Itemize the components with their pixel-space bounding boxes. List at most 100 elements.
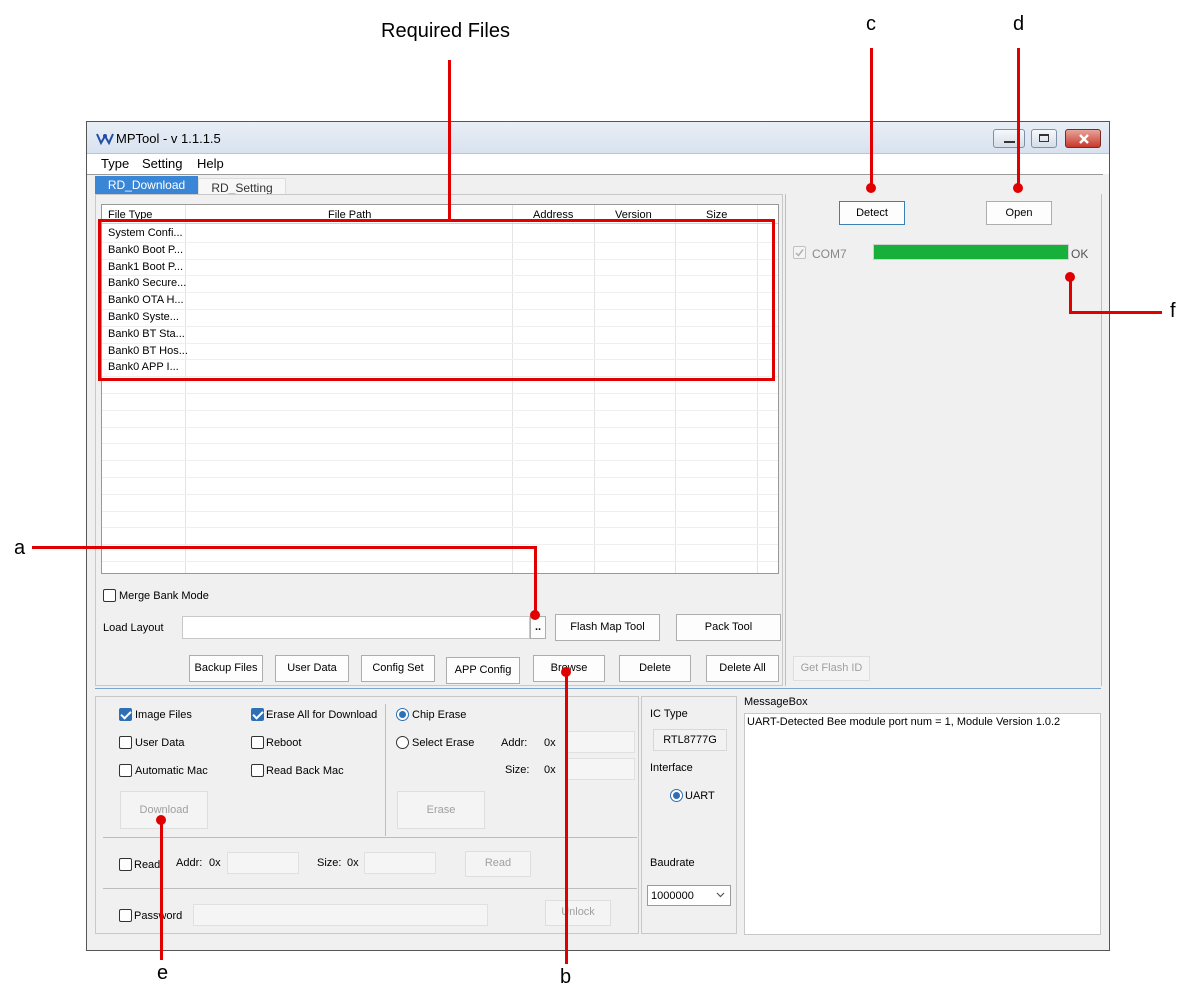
minimize-button[interactable] — [993, 129, 1025, 148]
password-checkbox[interactable] — [119, 909, 132, 922]
select-erase-radio[interactable] — [396, 736, 409, 749]
file-type-cell[interactable]: Bank1 Boot P... — [108, 260, 184, 273]
callout-e-dot — [156, 815, 166, 825]
erase-divider — [385, 704, 386, 836]
user-data-checkbox[interactable] — [119, 736, 132, 749]
com-port-progress-bar — [874, 245, 1068, 259]
tab-rd-download[interactable]: RD_Download — [95, 176, 198, 194]
table-row-divider — [102, 561, 778, 562]
callout-f: f — [1170, 300, 1176, 322]
file-type-cell[interactable]: System Confi... — [108, 227, 183, 239]
load-layout-input[interactable] — [182, 616, 530, 639]
column-header-file-path[interactable]: File Path — [328, 209, 372, 221]
open-button[interactable]: Open — [986, 201, 1052, 225]
chevron-down-icon — [716, 892, 725, 898]
close-button[interactable] — [1065, 129, 1101, 148]
erase-addr-prefix: 0x — [544, 737, 556, 749]
get-flash-id-button[interactable]: Get Flash ID — [793, 656, 870, 681]
file-type-cell[interactable]: Bank0 OTA H... — [108, 294, 184, 307]
config-set-button[interactable]: Config Set — [361, 655, 435, 682]
menu-type[interactable]: Type — [101, 156, 130, 171]
app-logo-icon — [96, 133, 114, 145]
baudrate-select[interactable]: 1000000 — [647, 885, 731, 906]
password-label: Password — [134, 910, 183, 922]
pack-tool-button[interactable]: Pack Tool — [676, 614, 781, 641]
password-input[interactable] — [193, 904, 488, 926]
unlock-button[interactable]: Unlock — [545, 900, 611, 926]
uart-radio[interactable] — [670, 789, 683, 802]
menu-bar: Type Setting Help — [87, 154, 1109, 174]
reboot-checkbox[interactable] — [251, 736, 264, 749]
section-divider — [95, 688, 1101, 689]
read-size-input[interactable] — [364, 852, 436, 874]
column-header-size[interactable]: Size — [706, 209, 728, 221]
backup-files-button[interactable]: Backup Files — [189, 655, 263, 682]
erase-size-prefix: 0x — [544, 764, 556, 776]
erase-addr-input[interactable] — [565, 731, 635, 753]
automatic-mac-checkbox[interactable] — [119, 764, 132, 777]
select-erase-label: Select Erase — [412, 737, 475, 749]
read-checkbox[interactable] — [119, 858, 132, 871]
password-divider — [103, 888, 637, 889]
baudrate-value: 1000000 — [651, 890, 694, 902]
callout-c: c — [866, 13, 876, 35]
erase-button[interactable]: Erase — [397, 791, 485, 829]
browse-button[interactable]: Browse — [533, 655, 605, 682]
read-back-mac-checkbox[interactable] — [251, 764, 264, 777]
erase-size-label: Size: — [505, 764, 530, 776]
column-header-address[interactable]: Address — [533, 209, 574, 221]
chip-erase-radio[interactable] — [396, 708, 409, 721]
panel-divider — [1101, 194, 1102, 686]
column-divider — [757, 205, 758, 573]
com-port-status: OK — [1071, 247, 1089, 261]
column-divider — [675, 205, 676, 573]
read-button[interactable]: Read — [465, 851, 531, 877]
table-row-divider — [102, 376, 778, 378]
message-box[interactable]: UART-Detected Bee module port num = 1, M… — [744, 713, 1101, 935]
read-label: Read — [134, 859, 161, 871]
tab-rd-setting[interactable]: RD_Setting — [198, 178, 286, 196]
file-type-cell[interactable]: Bank0 Secure... — [108, 277, 187, 290]
table-row-divider — [102, 527, 778, 529]
menu-setting[interactable]: Setting — [142, 156, 183, 171]
delete-button[interactable]: Delete — [619, 655, 691, 682]
table-row-divider — [102, 443, 778, 445]
read-addr-label: Addr: — [176, 857, 203, 869]
image-files-checkbox[interactable] — [119, 708, 132, 721]
file-type-cell[interactable]: Bank0 APP I... — [108, 361, 179, 374]
file-table[interactable]: File Type File Path Address Version Size… — [101, 204, 779, 574]
file-type-cell[interactable]: Bank0 Boot P... — [108, 243, 184, 256]
callout-a-dot — [530, 610, 540, 620]
reboot-label: Reboot — [266, 737, 302, 749]
file-type-cell[interactable]: Bank0 BT Hos... — [108, 344, 188, 357]
table-row-divider — [102, 493, 778, 495]
callout-c-dot — [866, 183, 876, 193]
column-header-file-type[interactable]: File Type — [108, 209, 153, 221]
read-size-prefix: 0x — [347, 857, 359, 869]
load-layout-label: Load Layout — [103, 622, 164, 634]
column-header-version[interactable]: Version — [615, 209, 652, 221]
erase-all-checkbox[interactable] — [251, 708, 264, 721]
menu-help[interactable]: Help — [197, 156, 224, 171]
detect-button[interactable]: Detect — [839, 201, 905, 225]
read-addr-input[interactable] — [227, 852, 299, 874]
table-row-divider — [102, 359, 778, 361]
panel-divider — [785, 194, 786, 686]
mptool-window: MPTool - v 1.1.1.5 Type Setting Help RD_… — [86, 121, 1110, 951]
ic-type-value: RTL8777G — [653, 729, 727, 751]
flash-map-tool-button[interactable]: Flash Map Tool — [555, 614, 660, 641]
erase-size-input[interactable] — [565, 758, 635, 780]
file-type-cell[interactable]: Bank0 Syste... — [108, 311, 179, 323]
com-port-checkbox[interactable] — [793, 246, 806, 259]
maximize-button[interactable] — [1031, 129, 1057, 148]
user-data-label: User Data — [135, 737, 185, 749]
minimize-icon — [1004, 141, 1015, 143]
file-type-cell[interactable]: Bank0 BT Sta... — [108, 327, 185, 340]
delete-all-button[interactable]: Delete All — [706, 655, 779, 682]
user-data-button[interactable]: User Data — [275, 655, 349, 682]
column-divider — [594, 205, 595, 573]
merge-bank-mode-checkbox[interactable] — [103, 589, 116, 602]
callout-e-line — [160, 820, 163, 960]
app-config-button[interactable]: APP Config — [446, 657, 520, 684]
erase-addr-label: Addr: — [501, 737, 528, 749]
